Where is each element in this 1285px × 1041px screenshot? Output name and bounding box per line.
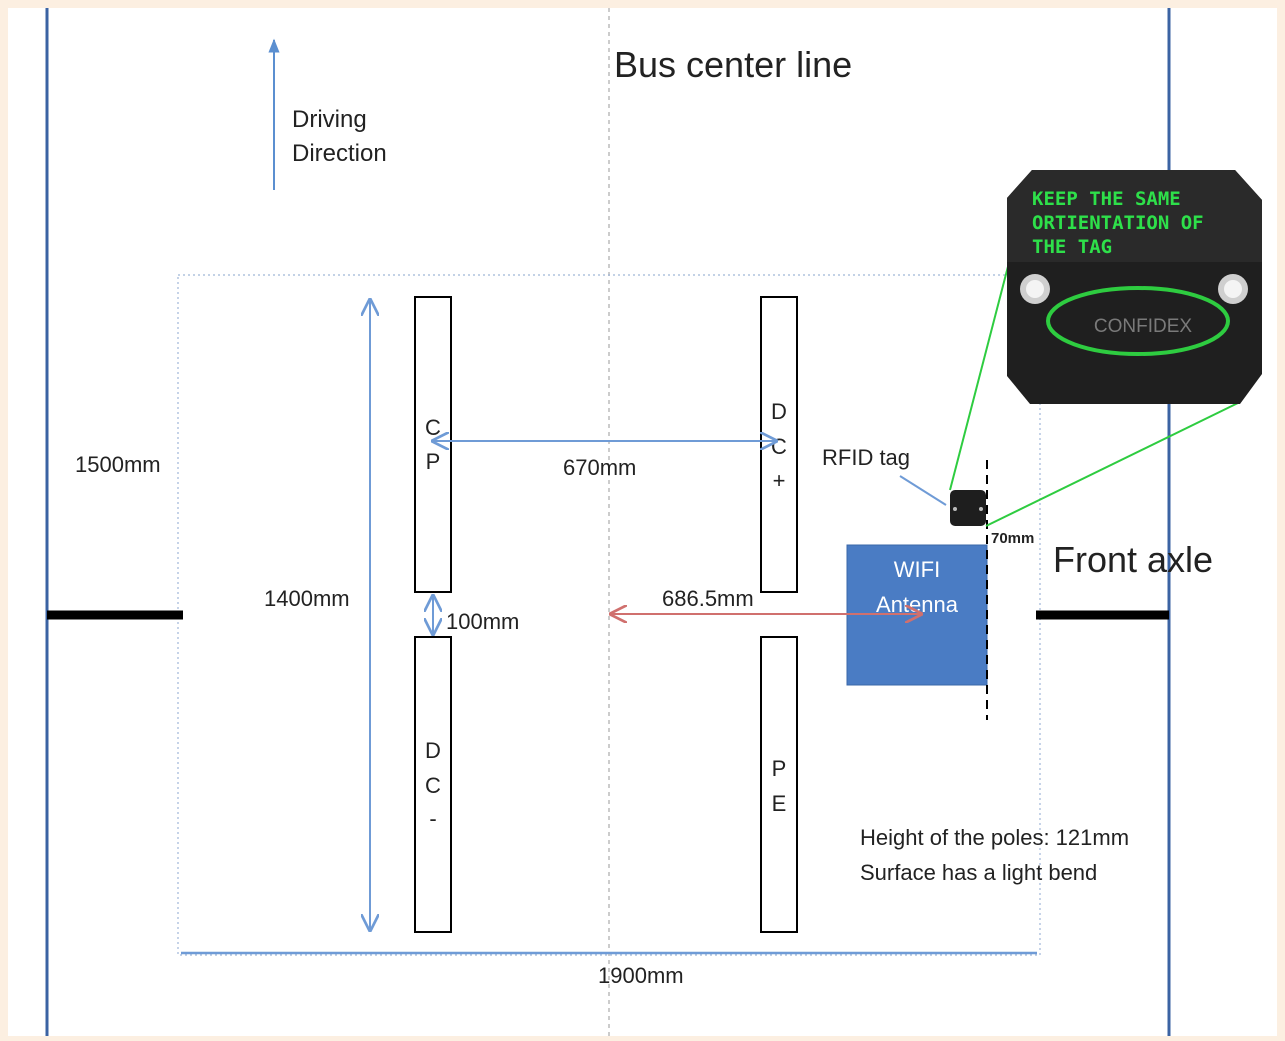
- note-surface-bend: Surface has a light bend: [860, 860, 1097, 885]
- note-pole-height: Height of the poles: 121mm: [860, 825, 1129, 850]
- pole-cp-letter: P: [426, 449, 441, 474]
- pole-cp-letter: C: [425, 415, 441, 440]
- pole-dc-minus-letter: C: [425, 773, 441, 798]
- rfid-tag-hole: [953, 507, 957, 511]
- tag-note-line3: THE TAG: [1032, 236, 1112, 258]
- rfid-tag-enlarged-hole-left-inner: [1026, 280, 1044, 298]
- pole-length-label: 1400mm: [264, 586, 350, 611]
- rfid-tag-pointer: [899, 475, 947, 506]
- pole-spacing-label: 670mm: [563, 455, 636, 480]
- rfid-tag-enlarged-top: [1007, 170, 1262, 262]
- pole-dc-plus-letter: D: [771, 399, 787, 424]
- center-offset-label: 686.5mm: [662, 586, 754, 611]
- tag-note-line2: ORTIENTATION OF: [1032, 212, 1204, 234]
- pole-dc-minus-letter: D: [425, 738, 441, 763]
- pole-dc-minus: [414, 636, 452, 933]
- tag-logo-highlight: [1046, 286, 1230, 356]
- width-total-label: 1900mm: [598, 963, 684, 988]
- tag-note-line1: KEEP THE SAME: [1032, 188, 1181, 210]
- rfid-tag-label: RFID tag: [822, 445, 910, 470]
- tag-offset-label: 70mm: [991, 530, 1034, 547]
- pole-dc-minus-letter: -: [429, 806, 436, 831]
- pole-dc-plus-letter: C: [771, 434, 787, 459]
- zoom-line-right: [985, 401, 1241, 527]
- wifi-antenna-label-line1: WIFI: [894, 557, 940, 582]
- rfid-tag-hole: [979, 507, 983, 511]
- pole-cp: [414, 296, 452, 593]
- pole-dc-plus-letter: +: [773, 468, 786, 493]
- height-outer-label: 1500mm: [75, 452, 161, 477]
- pole-pe-letter: E: [772, 791, 787, 816]
- front-axle-label: Front axle: [1053, 539, 1213, 580]
- rfid-tag-enlarged-hole-right-inner: [1224, 280, 1242, 298]
- tag-brand-logo: CONFIDEX: [1094, 316, 1193, 337]
- driving-direction-label-line2: Direction: [292, 140, 387, 167]
- pole-gap-label: 100mm: [446, 609, 519, 634]
- driving-direction-label-line1: Driving: [292, 106, 367, 133]
- pole-pe: [760, 636, 798, 933]
- pole-pe-letter: P: [772, 756, 787, 781]
- center-line-label: Bus center line: [614, 44, 852, 85]
- rfid-tag: [950, 490, 986, 526]
